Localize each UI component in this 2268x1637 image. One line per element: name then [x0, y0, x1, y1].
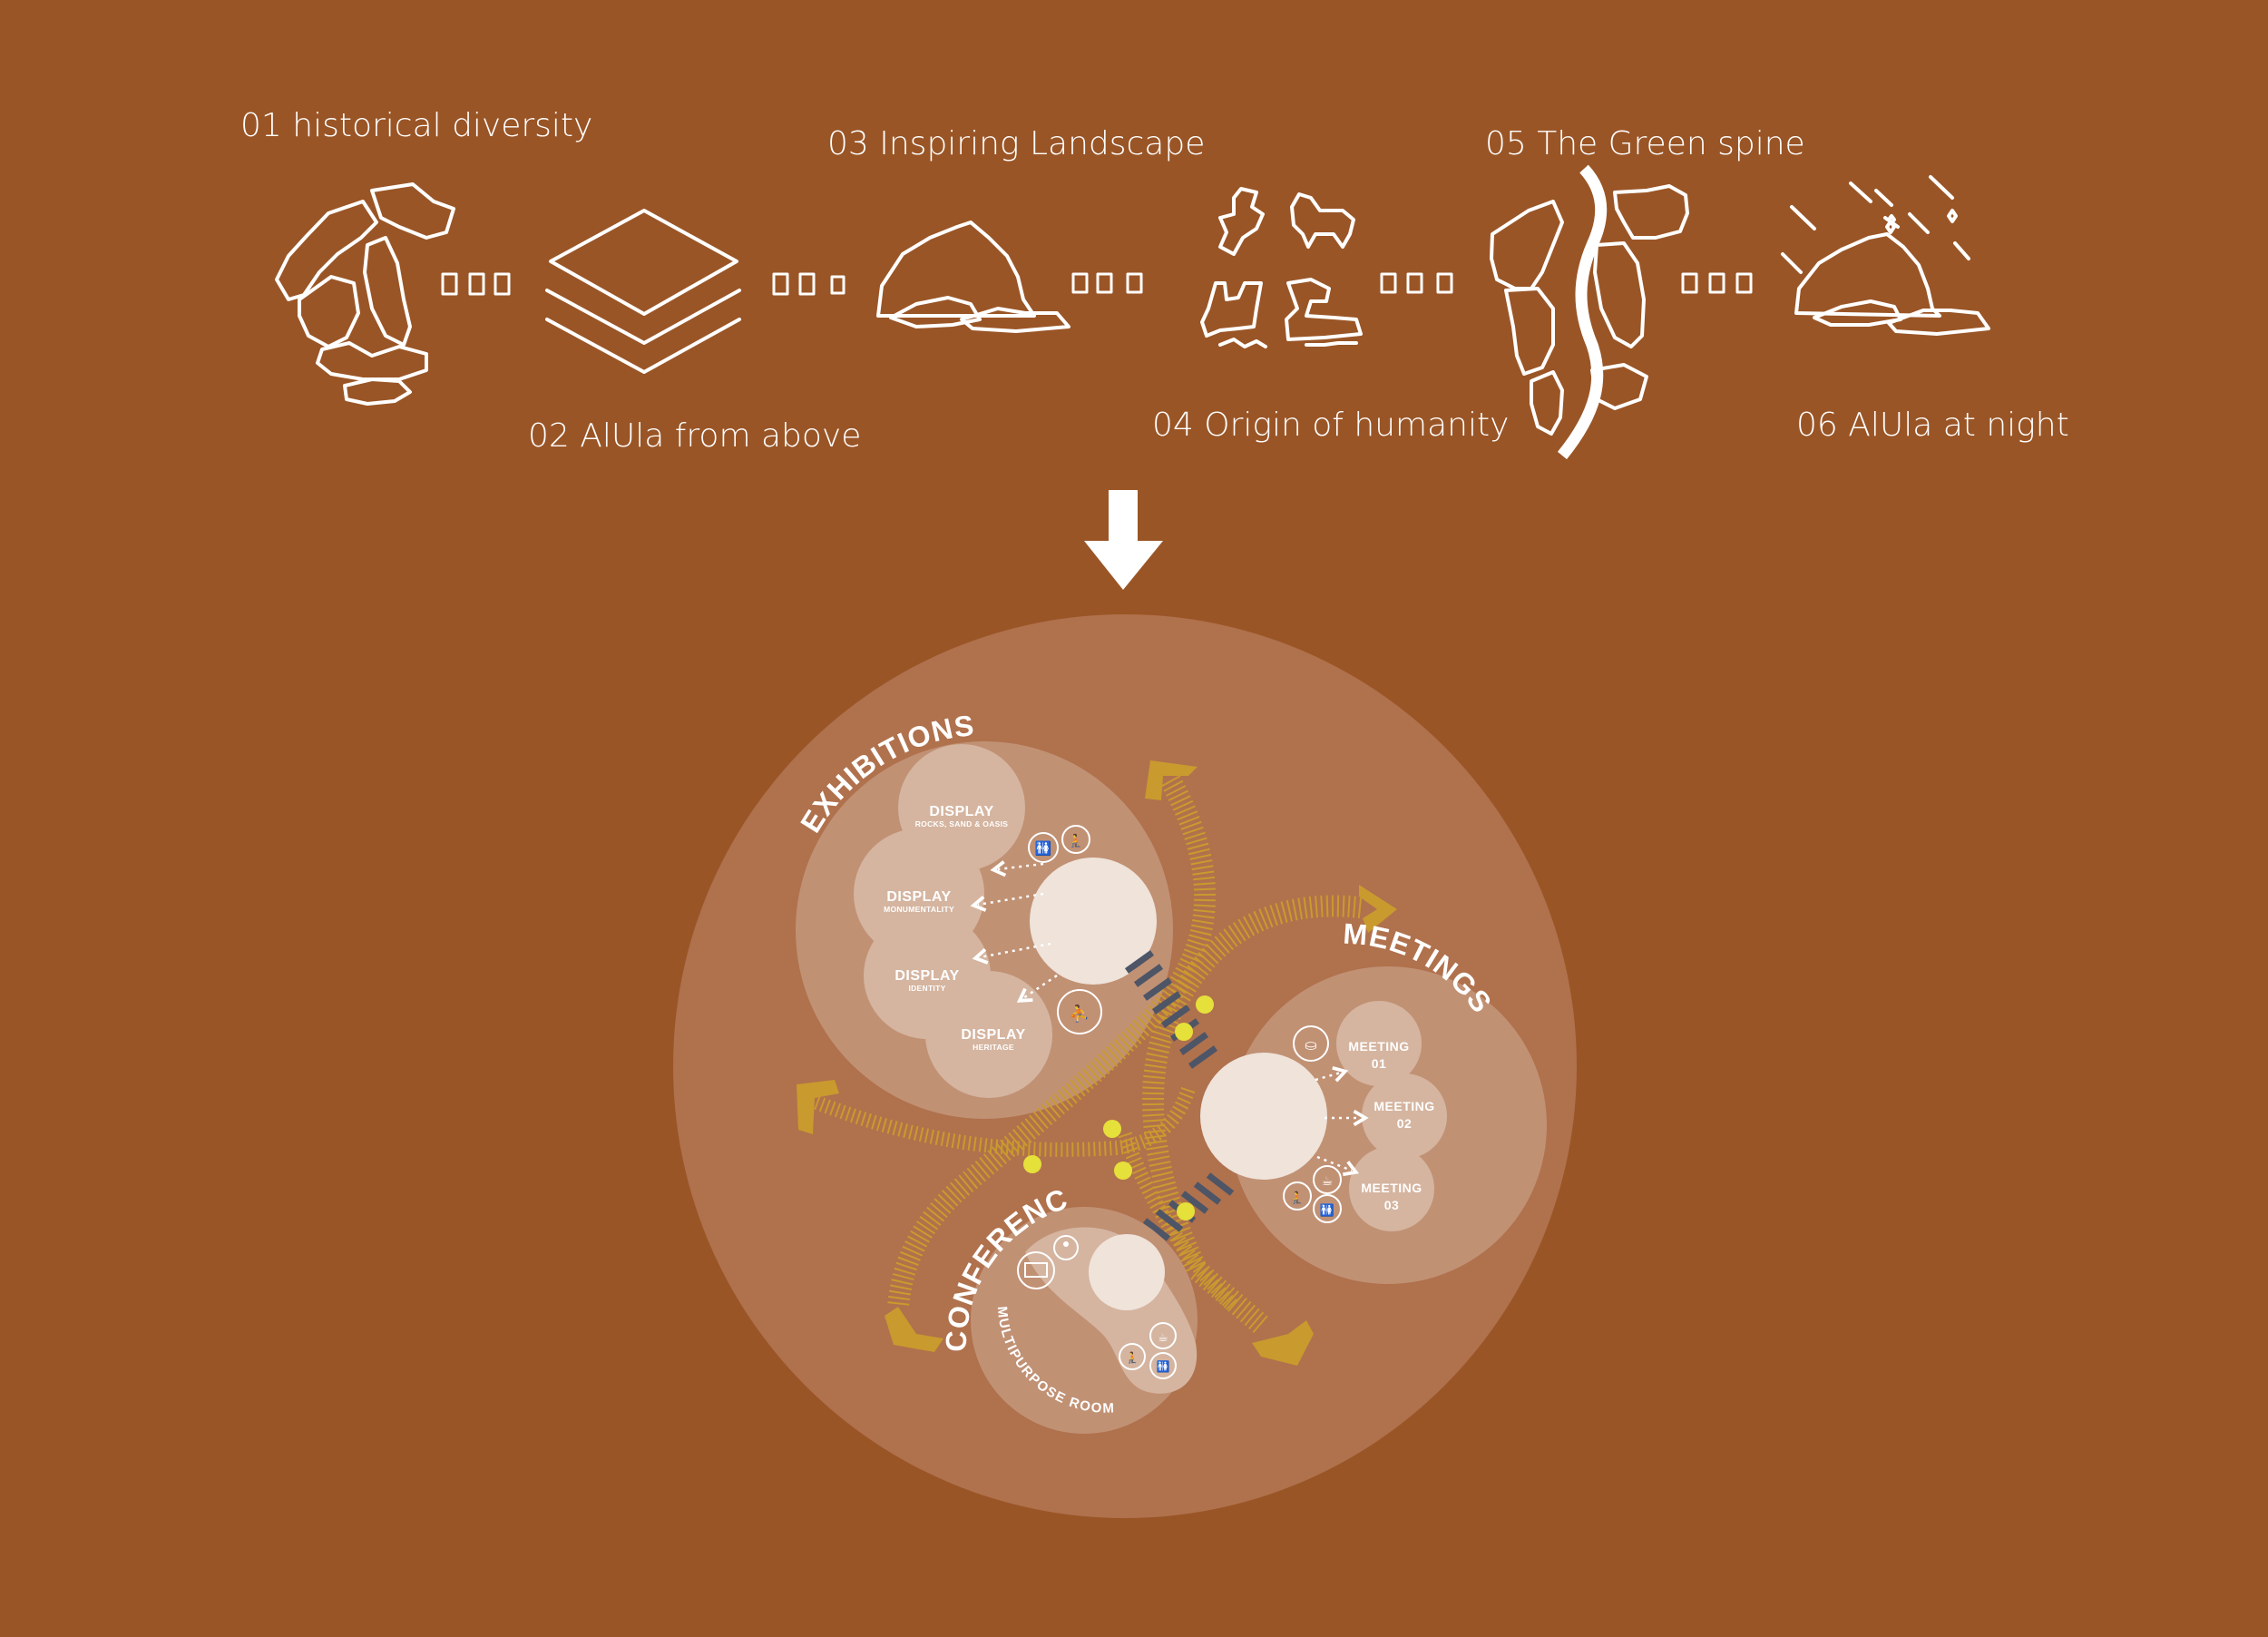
petroglyph-icon	[1200, 187, 1363, 348]
connector-dots-1	[441, 272, 511, 296]
svg-text:🚻: 🚻	[1035, 840, 1052, 857]
prayer-icon: 🧎	[1061, 825, 1090, 854]
step-04-label: 04 Origin of humanity	[1152, 407, 1509, 444]
connector-dots-4	[1380, 272, 1453, 294]
exhibitions-hub-circle	[1030, 858, 1157, 985]
step-03-label: 03 Inspiring Landscape	[827, 125, 1205, 162]
landscape-icon	[876, 221, 1070, 333]
green-spine-icon	[1490, 164, 1689, 460]
meetings-prayer-icon: 🧎	[1283, 1181, 1312, 1211]
meeting-01-label: MEETING	[1348, 1039, 1409, 1054]
meetings-restroom-icon: 🚻	[1313, 1194, 1342, 1223]
display-1-subtitle: ROCKS, SAND & OASIS	[915, 819, 1009, 828]
layers-icon	[545, 209, 741, 374]
step-05-label: 05 The Green spine	[1485, 125, 1805, 162]
meeting-01-number: 01	[1372, 1056, 1387, 1071]
speaker-icon	[1053, 1235, 1079, 1260]
waiting-icon: ⛀	[1293, 1025, 1329, 1062]
reception-icon: ⛹	[1057, 989, 1102, 1034]
display-4-subtitle: HERITAGE	[973, 1043, 1014, 1052]
rock-formation-icon	[275, 182, 455, 406]
meeting-02-circle	[1362, 1073, 1447, 1159]
down-arrow-icon	[1084, 490, 1163, 590]
step-01-label: 01 historical diversity	[240, 107, 592, 144]
display-2-subtitle: MONUMENTALITY	[884, 905, 954, 914]
conference-hub-circle	[1089, 1234, 1165, 1310]
svg-text:🚻: 🚻	[1320, 1203, 1334, 1218]
display-4-title: DISPLAY	[961, 1027, 1025, 1043]
direction-chevron-icons	[797, 760, 1397, 1366]
svg-text:☕: ☕	[1158, 1331, 1168, 1345]
svg-text:⛀: ⛀	[1305, 1036, 1316, 1054]
connector-dots-3	[1071, 272, 1143, 294]
meeting-02-number: 02	[1397, 1116, 1413, 1131]
coffee-icon: ☕	[1313, 1165, 1342, 1194]
svg-text:🧎: 🧎	[1126, 1351, 1139, 1364]
svg-text:🧎: 🧎	[1068, 833, 1083, 848]
svg-text:🚻: 🚻	[1157, 1360, 1170, 1373]
projector-icon	[1017, 1251, 1055, 1289]
conference-coffee-icon: ☕	[1149, 1322, 1177, 1349]
meeting-02-label: MEETING	[1374, 1099, 1434, 1113]
junction-nodes	[1023, 995, 1214, 1220]
step-02-label: 02 AlUla from above	[528, 417, 861, 455]
display-heritage-circle	[925, 971, 1052, 1098]
meetings-hub-circle	[1200, 1053, 1327, 1180]
display-3-subtitle: IDENTITY	[908, 984, 945, 993]
step-06-label: 06 AlUla at night	[1796, 407, 2069, 444]
connector-dots-5	[1681, 272, 1753, 294]
display-2-title: DISPLAY	[886, 889, 951, 905]
conference-prayer-icon: 🧎	[1119, 1343, 1146, 1370]
display-1-title: DISPLAY	[929, 804, 993, 819]
conference-restroom-icon: 🚻	[1149, 1352, 1177, 1379]
connector-dots-2	[772, 272, 846, 296]
svg-text:⛹: ⛹	[1070, 1004, 1090, 1024]
night-landscape-icon	[1781, 175, 1990, 336]
restroom-icon: 🚻	[1028, 832, 1059, 863]
meetings-zone: MEETING 01 MEETING 02 MEETING 03 ⛀ ☕ 🧎 🚻…	[1200, 917, 1547, 1284]
meeting-03-number: 03	[1384, 1198, 1400, 1212]
circulation-paths	[814, 775, 1363, 1334]
meeting-03-circle	[1349, 1146, 1434, 1231]
meeting-03-label: MEETING	[1361, 1181, 1422, 1195]
meeting-01-circle	[1336, 1001, 1422, 1086]
svg-text:🧎: 🧎	[1290, 1191, 1305, 1205]
display-3-title: DISPLAY	[894, 968, 959, 984]
svg-text:☕: ☕	[1322, 1174, 1334, 1189]
